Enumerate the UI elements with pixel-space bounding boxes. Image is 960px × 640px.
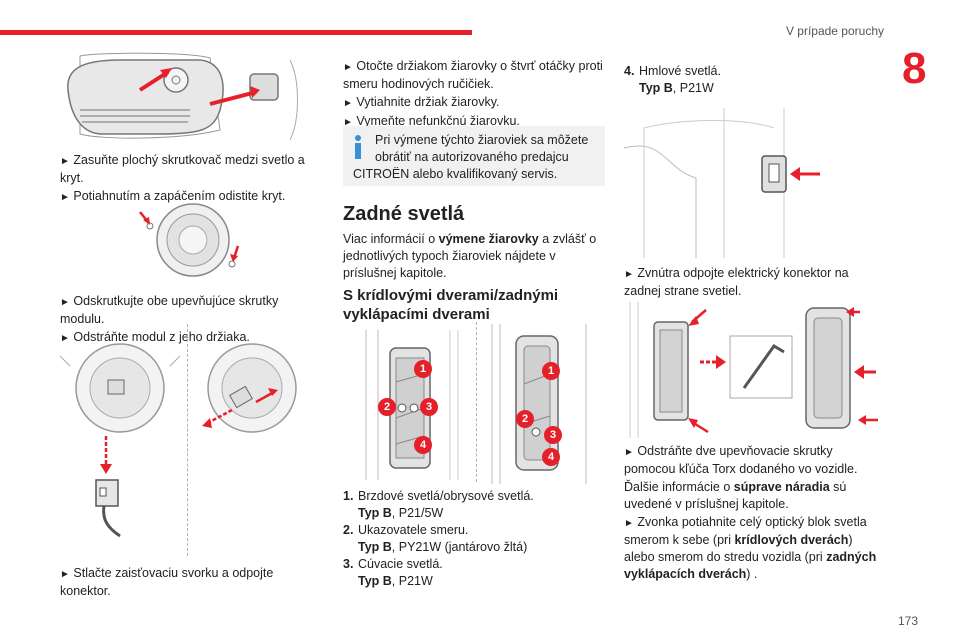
item-type: Typ B xyxy=(358,574,392,588)
col3-step1-text: Zvnútra odpojte elektrický konektor na z… xyxy=(624,266,849,298)
item-bulb: , P21W xyxy=(672,81,714,95)
bullet-arrow-icon: ► xyxy=(343,98,353,109)
bulb-list-item: 3. Cúvacie svetlá. Typ B, P21W xyxy=(343,556,605,590)
figure-separator xyxy=(187,324,188,556)
item-name: Cúvacie svetlá. xyxy=(358,557,443,571)
col3-step2-text: Odstráňte dve upevňovacie skrutky pomoco… xyxy=(624,444,858,476)
heading-rear-lights: Zadné svetlá xyxy=(343,203,465,225)
col1-step1a-text: Zasuňte plochý skrutkovač medzi svetlo a… xyxy=(60,153,305,185)
col2-step2-text: Vytiahnite držiak žiarovky. xyxy=(356,95,500,109)
col2-step1-text: Otočte držiakom žiarovky o štvrť otáčky … xyxy=(343,59,603,91)
col2-step2: ► Vytiahnite držiak žiarovky. xyxy=(343,94,605,112)
col1-step2b: ► Odstráňte modul z jeho držiaka. xyxy=(60,329,322,347)
figure-fog-module-left xyxy=(59,343,181,433)
bulb-list-item: 2. Ukazovatele smeru. Typ B, PY21W (jantá… xyxy=(343,522,605,556)
figure-rear-connector xyxy=(623,108,820,258)
col2-step3-text: Vymeňte nefunkčnú žiarovku. xyxy=(356,114,520,128)
figure-rear-lamp-removal xyxy=(629,302,878,438)
more-text-bold: súprave náradia xyxy=(733,480,830,494)
figure-fog-module-screws xyxy=(139,203,240,277)
info-text-line2: CITROËN alebo kvalifikovaný servis. xyxy=(353,167,558,181)
bullet-arrow-icon: ► xyxy=(60,156,70,167)
item-name: Ukazovatele smeru. xyxy=(358,523,469,537)
col1-step1b-text: Potiahnutím a zapáčením odistite kryt. xyxy=(73,189,286,203)
info-icon xyxy=(355,135,361,159)
bullet-arrow-icon: ► xyxy=(60,192,70,203)
item-name: Brzdové svetlá/obrysové svetlá. xyxy=(358,489,534,503)
bullet-arrow-icon: ► xyxy=(624,269,634,280)
callout-4-right: 4 xyxy=(542,448,560,466)
col3-removal-text: ► Odstráňte dve upevňovacie skrutky pomo… xyxy=(624,443,886,584)
col1-step2a-text: Odskrutkujte obe upevňujúce skrutky modu… xyxy=(60,294,279,326)
step3-text-c: ) . xyxy=(746,567,758,581)
intro-text-bold: výmene žiarovky xyxy=(438,232,539,246)
col3-step3: ► Zvonka potiahnite celý optický blok sv… xyxy=(624,514,886,583)
chapter-number: 8 xyxy=(902,44,927,93)
col3-step1: ► Zvnútra odpojte elektrický konektor na… xyxy=(624,265,886,300)
col1-step2b-text: Odstráňte modul z jeho držiaka. xyxy=(73,330,250,344)
bullet-arrow-icon: ► xyxy=(60,297,70,308)
figure-separator xyxy=(476,322,477,482)
figure-fog-connector xyxy=(95,436,121,538)
item-bulb: , P21W xyxy=(391,574,433,588)
bullet-arrow-icon: ► xyxy=(343,62,353,73)
callout-4-left: 4 xyxy=(414,436,432,454)
item-bulb: , P21/5W xyxy=(391,506,444,520)
item-type: Typ B xyxy=(358,506,392,520)
intro-text-a: Viac informácií o xyxy=(343,232,439,246)
figure-rear-lamp-left xyxy=(365,330,459,480)
item-type: Typ B xyxy=(358,540,392,554)
item-number: 3. xyxy=(343,557,354,571)
step3-text-b: ) alebo smerom do stredu vozidla (pri xyxy=(624,533,853,564)
callout-1-left: 1 xyxy=(414,360,432,378)
col1-step1a: ► Zasuňte plochý skrutkovač medzi svetlo… xyxy=(60,152,308,187)
col1-step1b: ► Potiahnutím a zapáčením odistite kryt. xyxy=(60,188,308,206)
col3-more-info: Ďalšie informácie o súprave náradia sú u… xyxy=(624,479,886,513)
intro-text-b: a zvlášť o jednotlivých typoch žiaroviek… xyxy=(343,232,597,280)
bullet-arrow-icon: ► xyxy=(60,569,70,580)
bullet-arrow-icon: ► xyxy=(60,333,70,344)
item-name: Hmlové svetlá. xyxy=(639,64,721,78)
item-type: Typ B xyxy=(639,81,673,95)
bulb-list-item: 1. Brzdové svetlá/obrysové svetlá. Typ B,… xyxy=(343,488,605,522)
more-text-a: Ďalšie informácie o xyxy=(624,480,734,494)
bullet-arrow-icon: ► xyxy=(624,447,634,458)
col2-step3: ► Vymeňte nefunkčnú žiarovku. xyxy=(343,113,605,131)
rear-lights-intro: Viac informácií o výmene žiarovky a zvlá… xyxy=(343,231,605,282)
header-title: V prípade poruchy xyxy=(785,24,884,38)
step3-text-bold1: krídlových dverách xyxy=(734,533,849,547)
col2-step1: ► Otočte držiakom žiarovky o štvrť otáčk… xyxy=(343,58,605,93)
figure-fog-light-cover xyxy=(60,50,308,144)
step3-text-a: Zvonka potiahnite celý optický blok svet… xyxy=(624,515,867,547)
figure-rear-lamp-right xyxy=(491,324,587,484)
callout-2-left: 2 xyxy=(378,398,396,416)
bullet-arrow-icon: ► xyxy=(343,117,353,128)
page-number: 173 xyxy=(897,614,918,628)
bulb-list: 1. Brzdové svetlá/obrysové svetlá. Typ B,… xyxy=(343,488,605,590)
item-bulb: , PY21W (jantárovo žltá) xyxy=(391,540,528,554)
figure-fog-module-right xyxy=(202,343,297,433)
col1-step3: ► Stlačte zaisťovaciu svorku a odpojte k… xyxy=(60,565,308,600)
item-number: 1. xyxy=(343,489,354,503)
col3-step2: ► Odstráňte dve upevňovacie skrutky pomo… xyxy=(624,443,886,478)
info-text-line1: Pri výmene týchto žiaroviek sa môžete ob… xyxy=(375,133,589,164)
bulb-list-item-4: 4. Hmlové svetlá. Typ B, P21W xyxy=(624,63,886,97)
more-text-b: sú uvedené v príslušnej kapitole. xyxy=(624,480,847,511)
step3-text-bold2: zadných vyklápacích dverách xyxy=(624,550,877,581)
item-number: 4. xyxy=(624,64,635,78)
callout-2-right: 2 xyxy=(516,410,534,428)
callout-3-right: 3 xyxy=(544,426,562,444)
callout-1-right: 1 xyxy=(542,362,560,380)
col1-step2a: ► Odskrutkujte obe upevňujúce skrutky mo… xyxy=(60,293,322,328)
header-accent-bar xyxy=(0,30,472,35)
item-number: 2. xyxy=(343,523,354,537)
col1-step3-text: Stlačte zaisťovaciu svorku a odpojte kon… xyxy=(60,566,274,598)
bullet-arrow-icon: ► xyxy=(624,518,634,529)
info-box: Pri výmene týchto žiaroviek sa môžete ob… xyxy=(343,126,605,186)
callout-3-left: 3 xyxy=(420,398,438,416)
subheading-doors: S krídlovými dverami/zadnými vyklápacími… xyxy=(343,287,559,323)
